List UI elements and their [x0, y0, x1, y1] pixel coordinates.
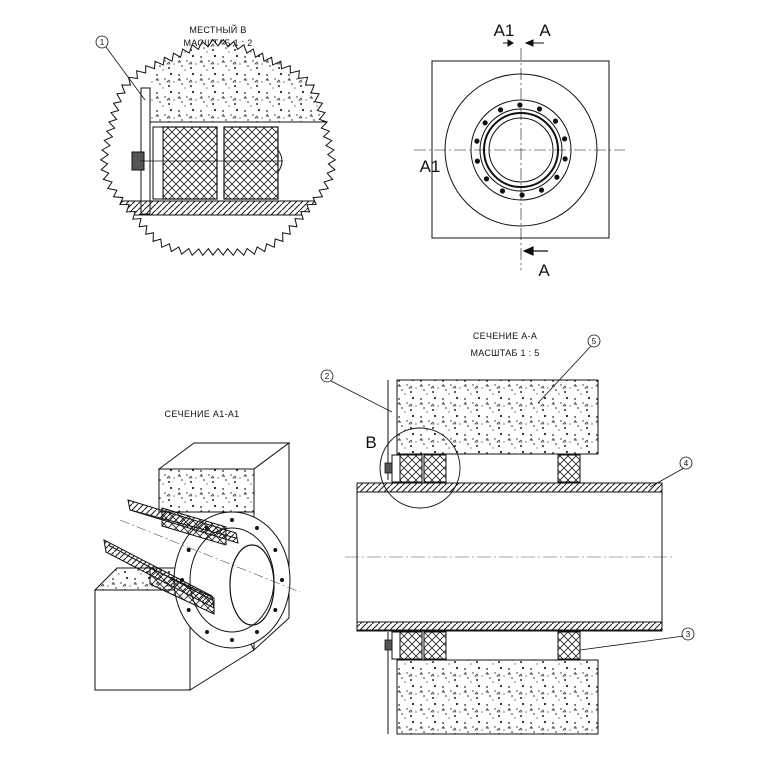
isometric-section-a1: СЕЧЕНИЕ A1-A1 — [93, 409, 301, 691]
callout-2-number: 2 — [325, 372, 330, 381]
section-seal-right-lower — [557, 631, 581, 660]
iso-seal-lower — [149, 567, 215, 615]
section-seal-left-lower-2 — [423, 631, 447, 660]
detail-view-b: МЕСТНЫЙ B МАСШТАБ 1 : 2 1 — [95, 24, 337, 257]
iso-bolt-hole — [273, 548, 278, 552]
bolt-hole — [562, 156, 568, 162]
iso-seal-upper — [161, 507, 227, 546]
bolt-hole — [536, 106, 543, 112]
iso-bolt-hole — [186, 608, 191, 612]
detail-b-marker-label: B — [365, 433, 376, 452]
detail-seal-ring-1 — [162, 126, 218, 200]
detail-pipe-wall — [119, 200, 336, 216]
section-seal-left-upper-2 — [423, 454, 447, 483]
bolt-hole — [482, 120, 488, 126]
callout-5-number: 5 — [592, 337, 597, 346]
bolt-hole — [538, 187, 545, 193]
section-seal-left-upper-1 — [399, 454, 423, 483]
detail-seal-ring-2 — [223, 126, 279, 200]
callout-3-number: 3 — [686, 630, 691, 639]
iso-bolt-hole — [255, 630, 259, 634]
bolt-hole — [562, 136, 568, 142]
callout-5-bubble — [587, 334, 601, 348]
iso-bolt-hole — [230, 638, 234, 642]
label-a1-top: A1 — [494, 21, 515, 40]
label-a-bottom: A — [538, 261, 550, 280]
section-bolt-upper — [384, 462, 393, 474]
section-arrow-a — [524, 39, 544, 47]
callout-1-leader — [105, 46, 146, 101]
detail-concrete — [150, 40, 336, 122]
front-view: A1 A A1 A — [414, 21, 625, 280]
bolt-hole — [499, 188, 506, 194]
iso-pipe-end — [229, 544, 275, 626]
section-flange-upper — [391, 454, 401, 483]
detail-flange — [152, 126, 164, 200]
section-pipe-body — [356, 482, 663, 631]
callout-4-bubble — [679, 456, 693, 470]
bolt-hole — [483, 176, 490, 182]
detail-b-marker-circle — [379, 427, 461, 509]
iso-bolt-hole — [205, 630, 209, 634]
iso-pipe-centerline — [119, 519, 301, 593]
section-a-title-line1: СЕЧЕНИЕ A-A — [473, 331, 537, 341]
iso-block-lower-front — [94, 589, 191, 691]
section-concrete-upper — [396, 379, 599, 455]
bolt-hole — [519, 192, 525, 198]
callout-4-number: 4 — [684, 459, 689, 468]
callout-1-number: 1 — [100, 38, 105, 47]
section-bolt-lower — [384, 639, 393, 651]
detail-b-title-line2: МАСШТАБ 1 : 2 — [183, 38, 252, 48]
callout-1-bubble — [95, 35, 109, 49]
section-pipe-wall-lower — [356, 621, 663, 632]
section-arrow-a1 — [503, 39, 514, 47]
section-arrow-a-bottom — [522, 246, 548, 256]
bolt-hole — [517, 102, 523, 108]
section-seal-right-upper — [557, 454, 581, 483]
detail-b-title-line1: МЕСТНЫЙ B — [189, 24, 246, 35]
section-a-a: СЕЧЕНИЕ A-A МАСШТАБ 1 : 5 B 2 4 3 — [320, 331, 695, 735]
section-concrete-lower — [396, 659, 599, 735]
bolt-hole — [497, 107, 504, 113]
iso-bolt-hole — [186, 548, 191, 552]
section-seal-left-lower-1 — [399, 631, 423, 660]
iso-bolt-hole — [230, 518, 234, 522]
bolt-hole — [554, 174, 560, 180]
iso-block-upper-front — [158, 468, 255, 513]
bolt-hole — [552, 118, 559, 124]
section-a1-title: СЕЧЕНИЕ A1-A1 — [165, 409, 240, 419]
label-a1-left: A1 — [420, 157, 441, 176]
label-a-top: A — [539, 21, 551, 40]
iso-bolt-hole — [273, 608, 278, 612]
section-a-title-line2: МАСШТАБ 1 : 5 — [470, 348, 539, 358]
iso-bolt-hole — [280, 578, 284, 582]
iso-flange-inner — [189, 527, 275, 633]
bolt-hole — [474, 158, 480, 164]
section-pipe-wall-upper — [356, 482, 663, 493]
section-flange-lower — [391, 631, 401, 660]
detail-sleeve-wall — [140, 87, 151, 215]
bolt-hole — [474, 138, 480, 144]
iso-bolt-hole — [255, 526, 259, 530]
callout-2-bubble — [320, 369, 334, 383]
callout-3-bubble — [681, 627, 695, 641]
